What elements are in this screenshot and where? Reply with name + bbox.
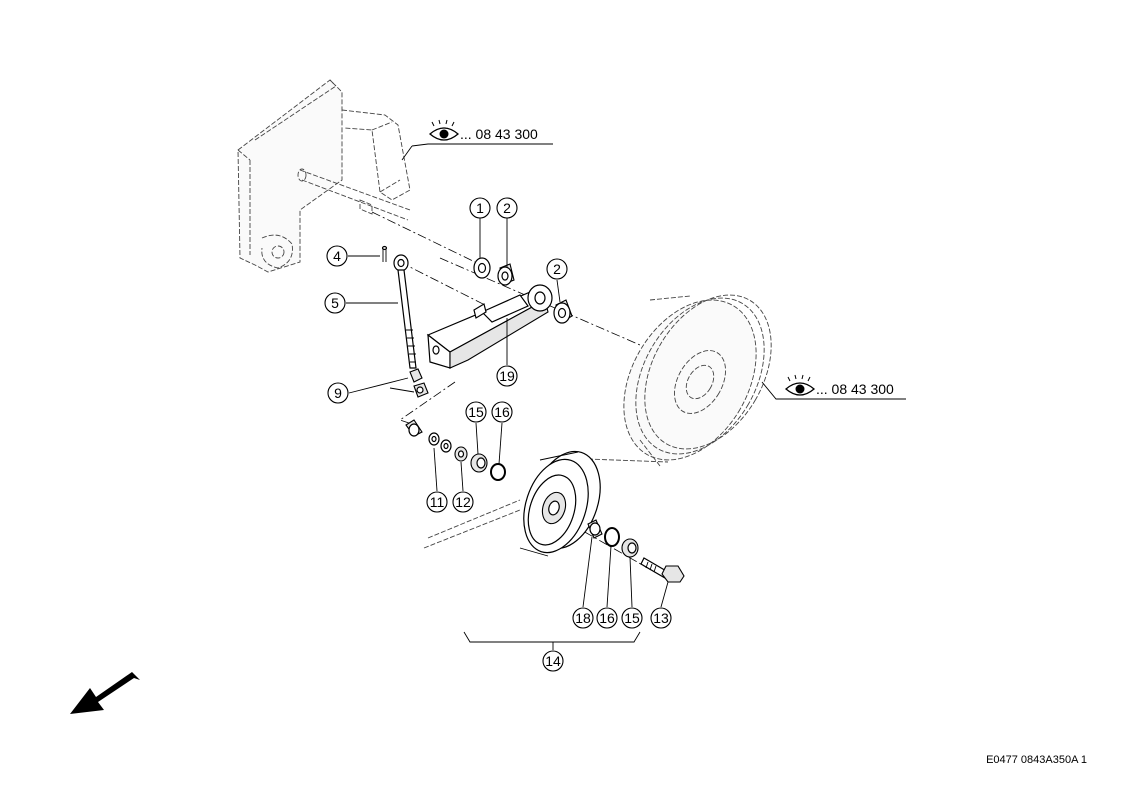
direction-arrow-icon bbox=[70, 672, 140, 714]
snap-ring-part-16-lower bbox=[604, 527, 620, 547]
ghost-frame-bracket bbox=[237, 79, 411, 273]
callout-19: 19 bbox=[496, 365, 518, 387]
upper-axis-centerline bbox=[371, 211, 476, 263]
callout-11: 11 bbox=[426, 491, 448, 513]
eye-icon bbox=[785, 374, 815, 396]
svg-text:2: 2 bbox=[503, 200, 511, 216]
reference-upper: ... 08 43 300 bbox=[429, 119, 538, 142]
svg-text:2: 2 bbox=[553, 261, 561, 277]
svg-text:11: 11 bbox=[430, 494, 445, 510]
svg-text:16: 16 bbox=[599, 610, 615, 626]
callout-5: 5 bbox=[324, 292, 346, 314]
callout-16-upper: 16 bbox=[491, 401, 513, 423]
callout-9: 9 bbox=[327, 382, 349, 404]
bearing-part-15-lower bbox=[621, 538, 639, 558]
callout-14: 14 bbox=[542, 650, 564, 672]
drawing-code: E0477 0843A350A 1 bbox=[986, 754, 1087, 766]
spacer-part-12 bbox=[454, 446, 468, 462]
cotter-pin-part-4 bbox=[381, 245, 388, 262]
idler-arm-part-19 bbox=[426, 284, 553, 369]
eye-icon bbox=[429, 119, 459, 141]
spacer-sleeve bbox=[405, 419, 423, 437]
callout-16-lower: 16 bbox=[596, 607, 618, 629]
lower-axis bbox=[399, 381, 456, 426]
callout-18: 18 bbox=[572, 607, 594, 629]
bushing-part-2-lower bbox=[553, 299, 573, 324]
svg-text:9: 9 bbox=[334, 385, 342, 401]
svg-text:12: 12 bbox=[455, 494, 471, 510]
svg-text:19: 19 bbox=[499, 368, 515, 384]
washer-part-11 bbox=[428, 432, 440, 446]
callout-4: 4 bbox=[326, 245, 348, 267]
svg-text:... 08 43 300: ... 08 43 300 bbox=[816, 381, 894, 397]
svg-text:... 08 43 300: ... 08 43 300 bbox=[460, 126, 538, 142]
callout-1: 1 bbox=[469, 197, 491, 219]
reference-lower: ... 08 43 300 bbox=[785, 374, 894, 397]
svg-text:5: 5 bbox=[331, 295, 339, 311]
svg-text:4: 4 bbox=[333, 248, 341, 264]
svg-text:14: 14 bbox=[545, 653, 561, 669]
ghost-drive-pulley bbox=[623, 294, 772, 467]
bushing-part-2-upper bbox=[497, 263, 515, 286]
rod-axis bbox=[399, 261, 486, 306]
svg-text:15: 15 bbox=[624, 610, 640, 626]
callout-2-lower: 2 bbox=[546, 258, 568, 280]
svg-text:15: 15 bbox=[468, 404, 484, 420]
callout-15-lower: 15 bbox=[621, 607, 643, 629]
nut-part-9 bbox=[409, 368, 429, 398]
bolt-part-13 bbox=[640, 557, 685, 583]
sleeve-part-18 bbox=[587, 519, 603, 539]
tension-rod-part-5 bbox=[393, 254, 417, 369]
callout-2-upper: 2 bbox=[496, 197, 518, 219]
leader-lines bbox=[346, 143, 906, 650]
idler-pulley-part-14 bbox=[519, 450, 601, 557]
callout-13: 13 bbox=[650, 607, 672, 629]
callout-15-upper: 15 bbox=[465, 401, 487, 423]
svg-text:13: 13 bbox=[653, 610, 669, 626]
callout-12: 12 bbox=[452, 491, 474, 513]
washer-part-12a bbox=[440, 439, 452, 453]
bearing-part-15-upper bbox=[470, 453, 488, 473]
svg-text:1: 1 bbox=[476, 200, 484, 216]
snap-ring-part-16-upper bbox=[490, 463, 506, 481]
svg-text:18: 18 bbox=[575, 610, 591, 626]
washer-part-1 bbox=[473, 257, 491, 279]
svg-text:16: 16 bbox=[494, 404, 510, 420]
